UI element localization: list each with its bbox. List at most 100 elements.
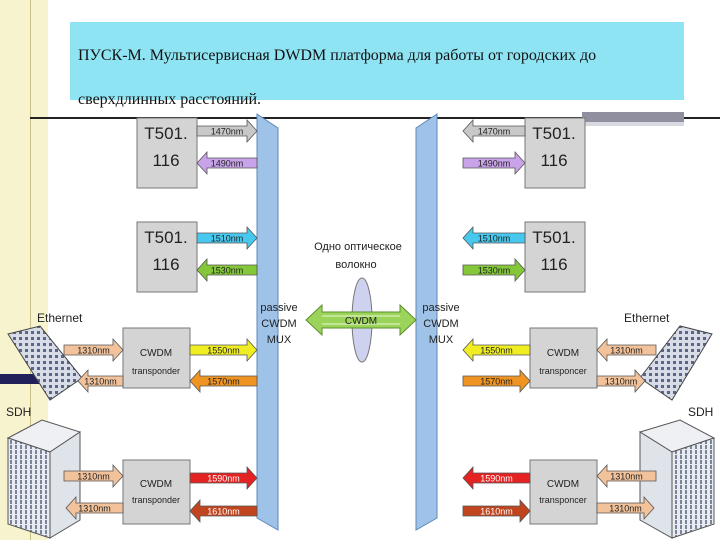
right-mux-label-1: passive xyxy=(422,302,459,314)
t501-top-left-l1: T501. xyxy=(144,124,187,143)
arrow-1610-right xyxy=(462,498,531,524)
right-mux-label-2: CWDM xyxy=(423,318,458,330)
t501-top-right-l2: 116 xyxy=(540,151,567,170)
arrow-1310-eth-out-right-label: 1310nm xyxy=(605,377,638,387)
transponder-left-upper-title: CWDM xyxy=(140,348,172,359)
arrow-1550-right xyxy=(462,337,531,363)
sdh-cabinet-left-front xyxy=(7,437,51,539)
t501-box-top-left xyxy=(136,117,198,189)
arrow-1590-left-label: 1590nm xyxy=(207,474,240,484)
transponder-left-lower xyxy=(122,459,191,525)
arrow-1470-left xyxy=(196,118,258,144)
t501-top-right-l1: T501. xyxy=(532,124,575,143)
arrow-1310-eth-out-left xyxy=(77,368,124,394)
arrow-1530-right-label: 1530nm xyxy=(478,266,511,276)
sidebar-line xyxy=(30,0,31,540)
arrow-1610-right-label: 1610nm xyxy=(480,507,513,517)
transponder-right-lower xyxy=(529,459,598,525)
arrow-1310-eth-in-left-label: 1310nm xyxy=(77,346,110,356)
arrow-1510-right xyxy=(462,225,526,251)
fiber-label-2: волокно xyxy=(335,259,376,271)
arrow-1470-right-label: 1470nm xyxy=(478,127,511,137)
arrow-1590-right xyxy=(462,465,531,491)
ethernet-switch-left xyxy=(7,325,83,401)
arrow-1490-left xyxy=(196,150,258,176)
arrow-1470-right xyxy=(462,118,526,144)
arrow-1570-left xyxy=(189,368,258,394)
title-box xyxy=(70,22,684,100)
right-mux-label-3: MUX xyxy=(429,334,454,346)
ethernet-label-right: Ethernet xyxy=(624,311,670,325)
arrow-1570-right xyxy=(462,368,531,394)
title-line-1: ПУСК-М. Мультисервисная DWDM платформа д… xyxy=(78,47,597,64)
transponder-left-lower-sub: transponder xyxy=(132,495,180,505)
rule-accent xyxy=(582,112,684,122)
arrow-1310-sdh-in-left-label: 1310nm xyxy=(77,472,110,482)
transponder-left-lower-title: CWDM xyxy=(140,479,172,490)
fiber-link-label: CWDM xyxy=(345,316,377,327)
t501-mid-left-l2: 116 xyxy=(152,255,179,274)
transponder-right-upper-sub: transponcer xyxy=(539,366,587,376)
arrow-1510-right-label: 1510nm xyxy=(478,234,511,244)
arrow-1310-sdh-out-left xyxy=(65,495,124,521)
t501-mid-right-l2: 116 xyxy=(540,255,567,274)
t501-mid-right-l1: T501. xyxy=(532,228,575,247)
arrow-1530-left xyxy=(196,257,258,283)
arrow-1550-left-label: 1550nm xyxy=(207,346,240,356)
transponder-right-lower-title: CWDM xyxy=(547,479,579,490)
arrow-1510-left-label: 1510nm xyxy=(211,234,244,244)
arrow-1310-sdh-out-right xyxy=(596,495,655,521)
ethernet-label-left: Ethernet xyxy=(37,311,83,325)
arrow-1490-right-label: 1490nm xyxy=(478,159,511,169)
arrow-1550-right-label: 1550nm xyxy=(480,346,513,356)
rule-accent-light xyxy=(584,122,684,126)
t501-top-left-l2: 116 xyxy=(152,151,179,170)
arrow-1470-left-label: 1470nm xyxy=(211,127,244,137)
arrow-1310-sdh-out-left-label: 1310nm xyxy=(78,504,111,514)
arrow-1610-left-label: 1610nm xyxy=(207,507,240,517)
arrow-1570-right-label: 1570nm xyxy=(480,377,513,387)
arrow-1490-left-label: 1490nm xyxy=(211,159,244,169)
sdh-cabinet-right-front xyxy=(671,437,715,539)
t501-box-top-right xyxy=(524,117,586,189)
title-line-2: сверхдлинных расстояний. xyxy=(78,91,262,108)
left-mux-label-1: passive xyxy=(260,302,297,314)
arrow-1530-left-label: 1530nm xyxy=(211,266,244,276)
slide-title: ПУСК-М. Мультисервисная DWDM платформа д… xyxy=(78,34,678,122)
arrow-1590-left xyxy=(189,465,258,491)
left-accent-bar xyxy=(0,374,60,384)
arrow-1310-eth-in-right-label: 1310nm xyxy=(610,346,643,356)
left-mux-label-3: MUX xyxy=(267,334,292,346)
right-mux-panel xyxy=(415,113,438,531)
t501-box-mid-right xyxy=(524,221,586,293)
fiber-link-arrow xyxy=(305,303,417,337)
arrow-1310-eth-out-left-label: 1310nm xyxy=(84,377,117,387)
fiber-label-1: Одно оптическое xyxy=(314,241,402,253)
transponder-right-upper-title: CWDM xyxy=(547,348,579,359)
title-rule xyxy=(30,117,720,119)
arrow-1590-right-label: 1590nm xyxy=(480,474,513,484)
sdh-label-left: SDH xyxy=(6,405,31,419)
transponder-right-upper xyxy=(529,327,598,389)
arrow-1310-eth-in-right xyxy=(596,337,657,363)
t501-box-mid-left xyxy=(136,221,198,293)
t501-mid-left-l1: T501. xyxy=(144,228,187,247)
left-mux-label-2: CWDM xyxy=(261,318,296,330)
arrow-1490-right xyxy=(462,150,526,176)
arrow-1310-sdh-in-right xyxy=(596,463,657,489)
arrow-1530-right xyxy=(462,257,526,283)
arrow-1310-sdh-out-right-label: 1310nm xyxy=(609,504,642,514)
arrow-1310-eth-in-left xyxy=(63,337,124,363)
transponder-left-upper-sub: transponder xyxy=(132,366,180,376)
transponder-left-upper xyxy=(122,327,191,389)
arrow-1310-eth-out-right xyxy=(596,368,646,394)
arrow-1510-left xyxy=(196,225,258,251)
arrow-1550-left xyxy=(189,337,258,363)
wavelength-arrows: 1470nm 1490nm 1510nm 1530nm 1550nm 1570nm 1590… xyxy=(63,118,657,524)
arrow-1570-left-label: 1570nm xyxy=(207,377,240,387)
arrow-1610-left xyxy=(189,498,258,524)
transponder-right-lower-sub: transponcer xyxy=(539,495,587,505)
arrow-1310-sdh-in-left xyxy=(63,463,124,489)
sdh-label-right: SDH xyxy=(688,405,713,419)
